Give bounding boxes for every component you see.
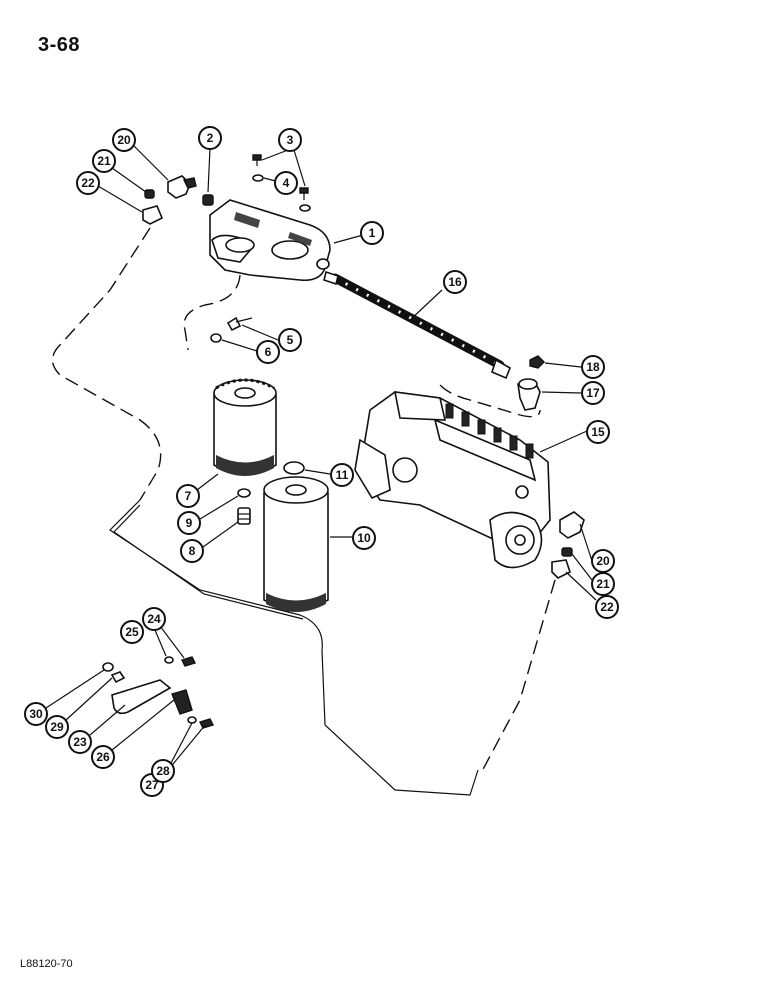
callout-30: 30 — [24, 702, 48, 726]
seal-ring — [237, 488, 251, 498]
svg-text:20: 20 — [117, 133, 131, 147]
callout-9: 9 — [177, 511, 201, 535]
svg-text:5: 5 — [287, 333, 294, 347]
svg-text:20: 20 — [596, 554, 610, 568]
fuel-filter-lower — [263, 476, 329, 612]
svg-text:25: 25 — [125, 625, 139, 639]
svg-text:3: 3 — [287, 133, 294, 147]
svg-text:1: 1 — [369, 226, 376, 240]
svg-text:26: 26 — [96, 750, 110, 764]
page-number: 3-68 — [38, 34, 81, 56]
callout-17: 17 — [581, 381, 605, 405]
bolt-washer — [210, 316, 253, 343]
callout-5: 5 — [278, 328, 302, 352]
callout-22-upper: 22 — [76, 171, 100, 195]
callout-16: 16 — [443, 270, 467, 294]
svg-text:15: 15 — [591, 425, 605, 439]
svg-text:23: 23 — [73, 735, 87, 749]
fuel-hose — [323, 270, 512, 380]
svg-text:30: 30 — [29, 707, 43, 721]
callout-20-lower: 20 — [591, 549, 615, 573]
callout-26: 26 — [91, 745, 115, 769]
callout-4: 4 — [274, 171, 298, 195]
svg-text:2: 2 — [207, 131, 214, 145]
callout-20-upper: 20 — [112, 128, 136, 152]
screws-washers — [252, 154, 311, 212]
callout-23: 23 — [68, 730, 92, 754]
drain-plug — [237, 507, 251, 525]
callout-21-lower: 21 — [591, 572, 615, 596]
svg-text:16: 16 — [448, 275, 462, 289]
callout-25: 25 — [120, 620, 144, 644]
callout-29: 29 — [45, 715, 69, 739]
callout-21-upper: 21 — [92, 149, 116, 173]
svg-text:4: 4 — [283, 176, 290, 190]
injection-pump — [354, 391, 551, 569]
bleed-screw — [529, 355, 545, 369]
fuel-lines — [51, 227, 556, 796]
callout-1: 1 — [360, 221, 384, 245]
callout-22-lower: 22 — [595, 595, 619, 619]
svg-text:24: 24 — [147, 612, 161, 626]
svg-text:21: 21 — [97, 154, 111, 168]
leader-lines — [45, 144, 597, 776]
callout-11: 11 — [330, 463, 354, 487]
svg-text:18: 18 — [586, 360, 600, 374]
svg-text:21: 21 — [596, 577, 610, 591]
svg-text:27: 27 — [145, 778, 159, 792]
callout-24: 24 — [142, 607, 166, 631]
fuel-filter-upper — [213, 378, 277, 476]
svg-text:17: 17 — [586, 386, 600, 400]
callout-6: 6 — [256, 340, 280, 364]
callout-3: 3 — [278, 128, 302, 152]
svg-text:8: 8 — [189, 544, 196, 558]
svg-text:6: 6 — [265, 345, 272, 359]
svg-text:22: 22 — [81, 176, 95, 190]
callout-7: 7 — [176, 484, 200, 508]
svg-text:7: 7 — [185, 489, 192, 503]
plug — [202, 194, 214, 206]
o-ring — [283, 461, 305, 475]
callout-18: 18 — [581, 355, 605, 379]
svg-text:22: 22 — [600, 600, 614, 614]
svg-text:9: 9 — [186, 516, 193, 530]
svg-text:11: 11 — [336, 468, 349, 482]
elbow-fitting-upper — [142, 175, 197, 225]
figure-code: L88120-70 — [20, 958, 73, 970]
callout-28: 28 — [151, 759, 175, 783]
banjo-fitting — [517, 378, 541, 411]
filter-head — [209, 199, 331, 282]
callout-10: 10 — [352, 526, 376, 550]
svg-text:28: 28 — [156, 764, 170, 778]
elbow-fitting-lower — [551, 511, 585, 579]
bracket-hardware — [102, 656, 214, 729]
callout-2: 2 — [198, 126, 222, 150]
svg-text:10: 10 — [357, 531, 371, 545]
svg-text:29: 29 — [50, 720, 64, 734]
callout-15: 15 — [586, 420, 610, 444]
callout-8: 8 — [180, 539, 204, 563]
